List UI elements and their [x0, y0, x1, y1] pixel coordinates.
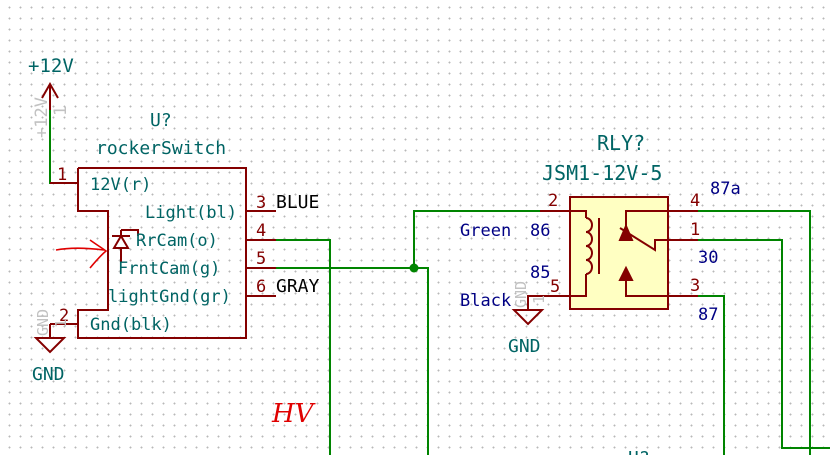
relay-pin-lines: [540, 210, 698, 297]
net-label-blue: BLUE: [276, 192, 319, 213]
wire-30: [668, 239, 830, 449]
switch-pin2-num: 2: [59, 306, 69, 326]
power-label: +12V: [28, 55, 74, 77]
switch-pin3-num: 3: [256, 193, 266, 213]
switch-pin4-num: 4: [256, 221, 266, 241]
power-ghost-text: +12V: [32, 97, 52, 138]
annotation-note-text: HV: [271, 399, 316, 429]
gnd-relay-ghost-pin: 1: [530, 295, 548, 304]
relay-coil-icon: [570, 210, 600, 297]
relay-pin4-num: 4: [690, 191, 700, 211]
switch-pin1-num: 1: [57, 165, 67, 185]
gnd-relay-ghost: GND: [512, 281, 530, 308]
switch-pin5-name: FrntCam(g): [118, 259, 220, 279]
switch-value: rockerSwitch: [96, 138, 226, 159]
relay-pin86-wire: Green: [460, 221, 511, 241]
gnd-symbol-left: GND 1 GND: [32, 309, 70, 385]
gnd-symbol-relay: GND 1 GND: [508, 281, 548, 357]
annotation-note: HV: [271, 399, 316, 429]
relay-pin2-num: 2: [548, 191, 558, 211]
relay-pin85-func: 85: [530, 263, 550, 283]
relay-pin87a-func: 87a: [710, 179, 741, 199]
relay-pin3-num: 3: [690, 276, 700, 296]
relay-pin87-func: 87: [698, 305, 718, 325]
switch-pin6-name: lightGnd(gr): [108, 287, 231, 307]
relay-symbol: RLY? JSM1-12V-5 2 Green 86: [460, 131, 741, 325]
wire-87a: [668, 210, 811, 455]
gnd-left-label: GND: [32, 364, 65, 385]
relay-contact-icon: [618, 210, 668, 297]
switch-pin5-num: 5: [256, 249, 266, 269]
power-symbol-12v: +12V +12V 1: [28, 55, 74, 138]
switch-pin1-name: 12V(r): [90, 175, 151, 195]
relay-ref: RLY?: [597, 131, 645, 155]
switch-pin4-name: RrCam(o): [136, 231, 218, 251]
wire-junction-dot: [409, 263, 419, 273]
relay-pin30-func: 30: [698, 248, 718, 268]
relay-value: JSM1-12V-5: [542, 161, 662, 185]
switch-body-outline: [77, 167, 247, 339]
partial-component-ref: U?: [628, 448, 650, 455]
led-icon: [112, 229, 139, 262]
power-ghost-pin: 1: [51, 106, 71, 116]
net-label-gray: GRAY: [276, 276, 320, 297]
wire-green-86: [413, 210, 540, 268]
relay-body: [569, 196, 669, 310]
switch-pin2-name: Gnd(blk): [90, 315, 172, 335]
relay-pin1-num: 1: [690, 220, 700, 240]
switch-pin-lines: [50, 182, 276, 325]
switch-pin6-num: 6: [256, 277, 266, 297]
gnd-left-ghost: GND: [34, 309, 52, 336]
switch-pin3-name: Light(bl): [145, 203, 237, 223]
relay-pin85-wire: Black: [460, 291, 511, 311]
rocker-switch-symbol: U? rockerSwitch 1 12V(r) 2 Gnd(blk) Ligh…: [50, 110, 320, 339]
switch-ref: U?: [150, 110, 172, 131]
annotation-arrow: [55, 239, 108, 269]
relay-pin5-num: 5: [550, 277, 560, 297]
relay-pin86-func: 86: [530, 221, 550, 241]
gnd-left-ghost-pin: 1: [52, 319, 70, 328]
wire-junction-down: [414, 267, 429, 455]
gnd-relay-label: GND: [508, 336, 541, 357]
